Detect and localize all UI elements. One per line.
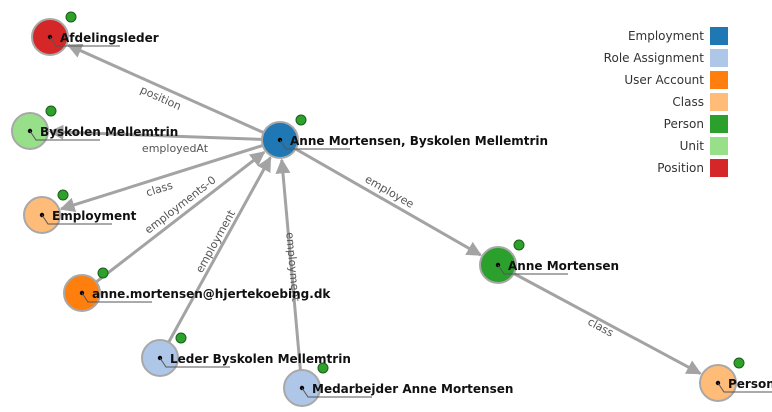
status-dot-icon bbox=[733, 357, 745, 369]
legend-swatch bbox=[710, 137, 728, 155]
node-byskolen[interactable]: Byskolen Mellemtrin bbox=[11, 105, 178, 150]
node-label: Person bbox=[728, 377, 772, 391]
legend-swatch bbox=[710, 115, 728, 133]
node-leder[interactable]: Leder Byskolen Mellemtrin bbox=[141, 332, 351, 377]
label-leader-line bbox=[497, 264, 568, 275]
legend-swatch bbox=[710, 71, 728, 89]
edge-label-group: employment bbox=[193, 207, 238, 275]
node-employment_class[interactable]: Employment bbox=[23, 189, 137, 234]
node-label: Anne Mortensen bbox=[508, 259, 619, 273]
node-label: Leder Byskolen Mellemtrin bbox=[170, 352, 351, 366]
label-leader-line bbox=[81, 292, 152, 303]
edge-anne_emp-to-employment_class[interactable] bbox=[59, 143, 264, 213]
legend-label: Position bbox=[657, 161, 704, 175]
legend-swatch bbox=[710, 49, 728, 67]
node-email[interactable]: anne.mortensen@hjertekoebing.dk bbox=[63, 267, 331, 312]
status-dot-icon bbox=[175, 332, 187, 344]
legend-label: Class bbox=[672, 95, 704, 109]
legend-label: User Account bbox=[624, 73, 704, 87]
label-leader-line bbox=[41, 214, 112, 225]
legend-item: Person bbox=[664, 115, 728, 133]
legend-label: Employment bbox=[628, 29, 704, 43]
legend-item: Employment bbox=[628, 27, 728, 45]
legend-swatch bbox=[710, 27, 728, 45]
edge-anne_person-to-person_class[interactable] bbox=[513, 272, 702, 375]
node-label: Anne Mortensen, Byskolen Mellemtrin bbox=[290, 134, 548, 148]
legend-item: Role Assignment bbox=[604, 49, 728, 67]
label-leader-line bbox=[29, 130, 100, 141]
edge-anne_emp-to-anne_person[interactable] bbox=[294, 147, 482, 257]
label-leader-line bbox=[717, 382, 772, 393]
label-leader-line bbox=[301, 387, 372, 398]
label-leader-line bbox=[279, 139, 350, 150]
edge-label-group: employments-0 bbox=[142, 173, 218, 236]
legend-label: Role Assignment bbox=[604, 51, 705, 65]
legend-swatch bbox=[710, 93, 728, 111]
edge-label: employedAt bbox=[142, 142, 209, 155]
status-dot-icon bbox=[317, 362, 329, 374]
status-dot-icon bbox=[57, 189, 69, 201]
node-anne_person[interactable]: Anne Mortensen bbox=[479, 239, 619, 284]
edges-layer: positionemployedAtclassemployments-0empl… bbox=[48, 43, 702, 375]
status-dot-icon bbox=[295, 114, 307, 126]
status-dot-icon bbox=[45, 105, 57, 117]
edge-label: employment bbox=[283, 232, 302, 303]
edge-anne_emp-to-byskolen[interactable] bbox=[48, 124, 263, 141]
node-label: Afdelingsleder bbox=[60, 31, 159, 45]
legend-swatch bbox=[710, 159, 728, 177]
legend-item: Position bbox=[657, 159, 728, 177]
legend-label: Unit bbox=[680, 139, 705, 153]
label-leader-line bbox=[49, 36, 120, 47]
node-afdelingsleder[interactable]: Afdelingsleder bbox=[31, 11, 159, 56]
node-label: anne.mortensen@hjertekoebing.dk bbox=[92, 287, 331, 301]
edge-label: employments-0 bbox=[142, 173, 218, 236]
node-anne_emp[interactable]: Anne Mortensen, Byskolen Mellemtrin bbox=[261, 114, 548, 159]
edge-leder-to-anne_emp[interactable] bbox=[167, 156, 272, 343]
legend-label: Person bbox=[664, 117, 704, 131]
node-person_class[interactable]: Person bbox=[699, 357, 772, 402]
status-dot-icon bbox=[65, 11, 77, 23]
legend-item: User Account bbox=[624, 71, 728, 89]
edge-label: employment bbox=[193, 207, 238, 275]
node-label: Byskolen Mellemtrin bbox=[40, 125, 178, 139]
label-leader-line bbox=[159, 357, 230, 368]
status-dot-icon bbox=[97, 267, 109, 279]
edge-medarbejder-to-anne_emp[interactable] bbox=[275, 158, 302, 371]
edge-email-to-anne_emp[interactable] bbox=[95, 151, 266, 284]
edge-anne_emp-to-afdelingsleder[interactable] bbox=[66, 43, 265, 135]
status-dot-icon bbox=[513, 239, 525, 251]
node-medarbejder[interactable]: Medarbejder Anne Mortensen bbox=[283, 362, 513, 407]
legend-item: Class bbox=[672, 93, 728, 111]
node-label: Employment bbox=[52, 209, 137, 223]
legend-item: Unit bbox=[680, 137, 728, 155]
node-label: Medarbejder Anne Mortensen bbox=[312, 382, 513, 396]
edge-label-group: employedAt bbox=[142, 142, 209, 155]
edge-label-group: employment bbox=[283, 232, 302, 303]
